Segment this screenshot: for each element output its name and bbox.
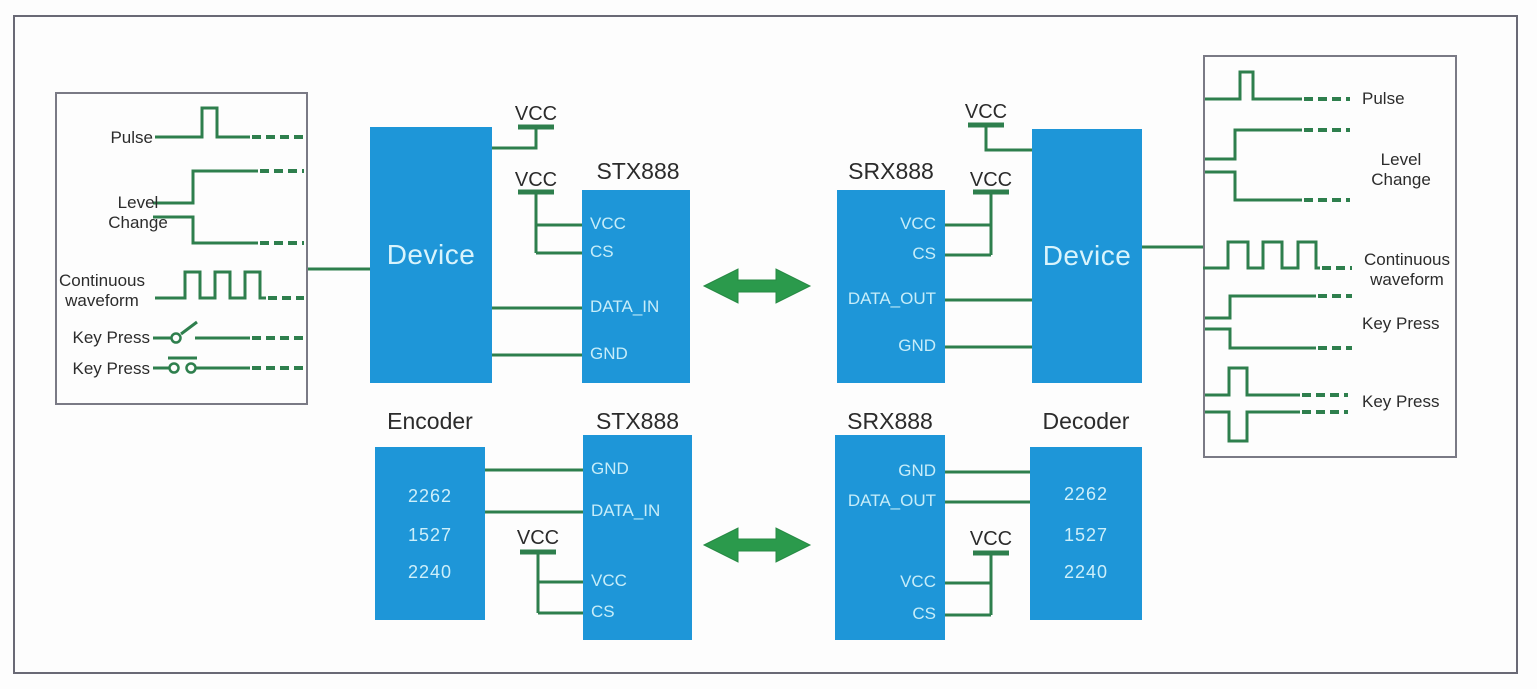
- srx888-block-top: VCC CS DATA_OUT GND: [837, 190, 945, 383]
- legend-label-pulse: Pulse: [1362, 89, 1405, 108]
- level-change-fall-waveform: [153, 215, 258, 245]
- device-label: Device: [386, 239, 476, 270]
- device-vcc-wire: [492, 127, 538, 150]
- vcc-label: VCC: [514, 103, 558, 125]
- bidirectional-arrow-icon: [702, 268, 812, 304]
- decoder-title: Decoder: [1042, 408, 1130, 434]
- pin-label-gnd: GND: [898, 461, 936, 480]
- level-change-fall-waveform: [1205, 170, 1302, 202]
- legend-label-pulse: Pulse: [110, 128, 153, 147]
- switch-blade-icon: [180, 320, 198, 336]
- key-press-fall-waveform: [1205, 327, 1316, 350]
- pin-label-gnd: GND: [590, 344, 628, 363]
- chip-2240: 2240: [407, 562, 453, 582]
- pin-label-data-out: DATA_OUT: [847, 289, 936, 308]
- srx888-title: SRX888: [847, 408, 933, 434]
- legend-label-continuous-waveform: Continuous waveform: [58, 271, 145, 310]
- key-press-pulse-down-waveform: [1205, 410, 1300, 443]
- pin-label-cs: CS: [912, 244, 936, 263]
- stx888-title: STX888: [596, 158, 680, 184]
- diagram-outer-border: [13, 15, 1518, 674]
- pulse-waveform: [1205, 70, 1302, 101]
- button-contact-icon: [168, 362, 180, 374]
- vcc-label: VCC: [969, 528, 1013, 550]
- legend-label-key-press: Key Press: [72, 328, 150, 347]
- chip-1527: 1527: [407, 525, 453, 545]
- continuous-waveform: [1203, 240, 1320, 270]
- pin-label-cs: CS: [591, 602, 615, 621]
- key-press-pulse-up-waveform: [1205, 366, 1300, 397]
- device-block-right: Device: [1032, 129, 1142, 383]
- legend-label-key-press: Key Press: [1362, 314, 1440, 333]
- pin-label-gnd: GND: [591, 459, 629, 478]
- chip-2262: 2262: [407, 486, 453, 506]
- level-change-rise-waveform: [153, 169, 258, 205]
- vcc-label: VCC: [514, 169, 558, 191]
- device-vcc-wire: [984, 125, 1032, 152]
- legend-label-key-press: Key Press: [1362, 392, 1440, 411]
- encoder-title: Encoder: [387, 408, 473, 434]
- level-change-rise-waveform: [1205, 128, 1302, 161]
- pin-label-vcc: VCC: [900, 214, 936, 233]
- device-block-left: Device: [370, 127, 492, 383]
- stx888-title: STX888: [595, 408, 680, 434]
- stx888-block-top: VCC CS DATA_IN GND: [582, 190, 690, 383]
- pin-label-vcc: VCC: [591, 571, 627, 590]
- legend-label-level-change: Level Change: [1371, 150, 1431, 189]
- chip-1527: 1527: [1063, 525, 1109, 545]
- chip-2262: 2262: [1063, 484, 1109, 504]
- pin-label-vcc: VCC: [900, 572, 936, 591]
- right-waveform-panel: [1203, 55, 1457, 458]
- legend-label-key-press: Key Press: [72, 359, 150, 378]
- key-press-rise-waveform: [1205, 294, 1316, 320]
- continuous-waveform: [155, 270, 266, 300]
- srx888-block-bottom: GND DATA_OUT VCC CS: [835, 435, 945, 640]
- legend-label-continuous-waveform: Continuous waveform: [1363, 250, 1450, 289]
- pin-label-cs: CS: [590, 242, 614, 261]
- srx888-title: SRX888: [848, 158, 934, 184]
- vcc-label: VCC: [516, 527, 560, 549]
- vcc-label: VCC: [969, 169, 1013, 191]
- pin-label-cs: CS: [912, 604, 936, 623]
- switch-contact-icon: [170, 332, 182, 344]
- pin-label-data-in: DATA_IN: [591, 501, 661, 520]
- pin-label-gnd: GND: [898, 336, 936, 355]
- left-waveform-panel: [55, 92, 308, 405]
- pin-label-vcc: VCC: [590, 214, 626, 233]
- encoder-block: 2262 1527 2240: [375, 447, 485, 620]
- button-contact-icon: [185, 362, 197, 374]
- stx888-block-bottom: GND DATA_IN VCC CS: [583, 435, 692, 640]
- decoder-block: 2262 1527 2240: [1030, 447, 1142, 620]
- device-label: Device: [1042, 240, 1132, 271]
- vcc-label: VCC: [964, 101, 1008, 123]
- pulse-waveform: [155, 106, 250, 139]
- chip-2240: 2240: [1063, 562, 1109, 582]
- legend-label-level-change: Level Change: [108, 193, 168, 232]
- bidirectional-arrow-icon: [702, 527, 812, 563]
- pin-label-data-in: DATA_IN: [590, 297, 660, 316]
- pin-label-data-out: DATA_OUT: [847, 491, 936, 510]
